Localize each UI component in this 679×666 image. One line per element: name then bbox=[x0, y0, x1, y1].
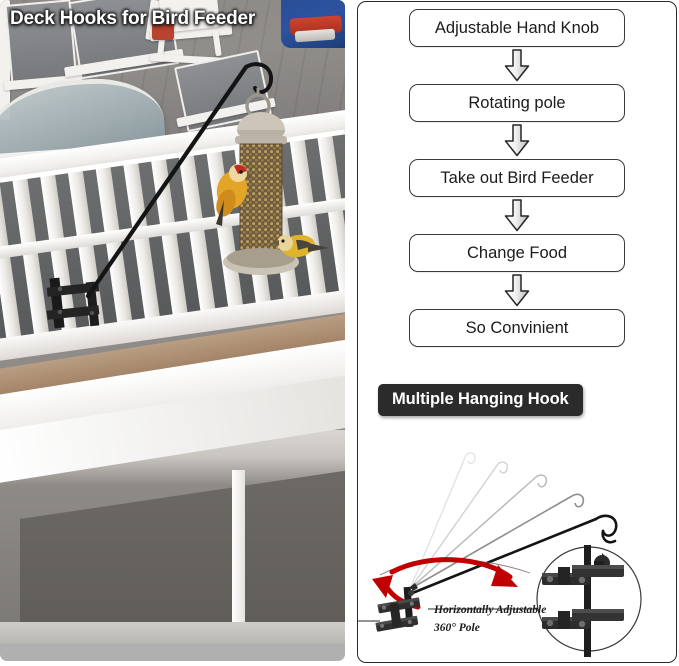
photo-bottom-strip bbox=[0, 622, 345, 644]
down-arrow-icon bbox=[504, 274, 530, 307]
pole-position-ghost-4 bbox=[409, 493, 585, 590]
deck-photo: Deck Hooks for Bird Feeder bbox=[0, 0, 345, 644]
blue-toy bbox=[281, 0, 345, 48]
flow-step-take-out-bird-feeder[interactable]: Take out Bird Feeder bbox=[409, 159, 625, 197]
rotation-arrow-right bbox=[389, 557, 518, 587]
pole-position-active bbox=[408, 514, 618, 596]
patio-chair-back-left bbox=[0, 0, 10, 120]
photo-frame: Deck Hooks for Bird Feeder bbox=[0, 0, 345, 661]
down-arrow-icon bbox=[504, 124, 530, 157]
hook-pole bbox=[85, 64, 249, 299]
bracket-clamp bbox=[46, 277, 100, 329]
usage-flowchart: Adjustable Hand Knob Rotating pole bbox=[358, 9, 676, 347]
flow-connector-4 bbox=[504, 272, 530, 309]
rotating-pole-svg bbox=[358, 452, 642, 657]
flow-step-change-food[interactable]: Change Food bbox=[409, 234, 625, 272]
features-panel: Adjustable Hand Knob Rotating pole bbox=[357, 1, 677, 663]
red-cushion bbox=[152, 18, 174, 40]
flow-step-rotating-pole[interactable]: Rotating pole bbox=[409, 84, 625, 122]
pole-position-ghost-1 bbox=[409, 452, 476, 590]
pole-position-ghost-2 bbox=[409, 461, 509, 590]
bird-feeder bbox=[223, 112, 299, 275]
flow-step-label: Adjustable Hand Knob bbox=[434, 18, 600, 37]
deck-post bbox=[232, 470, 245, 644]
flow-step-label: Change Food bbox=[467, 243, 567, 262]
product-photo-panel: Deck Hooks for Bird Feeder bbox=[0, 0, 345, 661]
flow-step-adjustable-hand-knob[interactable]: Adjustable Hand Knob bbox=[409, 9, 625, 47]
flow-step-label: Take out Bird Feeder bbox=[440, 168, 594, 187]
flow-connector-3 bbox=[504, 197, 530, 234]
caption-line-1: Horizontally Adjustable bbox=[434, 604, 547, 616]
pole-hook-curl bbox=[244, 62, 273, 95]
inset-plate-lower bbox=[542, 609, 624, 629]
flow-connector-2 bbox=[504, 122, 530, 159]
flow-step-so-convinient[interactable]: So Convinient bbox=[409, 309, 625, 347]
bracket-base-assembly bbox=[375, 583, 421, 632]
flow-step-label: Rotating pole bbox=[468, 93, 566, 112]
multiple-hanging-hook-badge: Multiple Hanging Hook bbox=[378, 384, 583, 416]
down-arrow-icon bbox=[504, 49, 530, 82]
goldfinch-right bbox=[271, 234, 329, 258]
flow-connector-1 bbox=[504, 47, 530, 84]
down-arrow-icon bbox=[504, 199, 530, 232]
pole-position-ghost-3 bbox=[409, 474, 548, 590]
bracket-closeup-inset bbox=[536, 545, 642, 657]
photo-title-overlay: Deck Hooks for Bird Feeder bbox=[10, 8, 256, 29]
flow-step-label: So Convinient bbox=[465, 318, 569, 337]
caption-line-2: 360° Pole bbox=[434, 622, 480, 634]
goldfinch-left bbox=[216, 164, 254, 226]
deck-hook-illustration bbox=[46, 62, 329, 329]
inset-plate-upper bbox=[542, 565, 624, 585]
hook-rotation-diagram: Horizontally Adjustable 360° Pole bbox=[358, 427, 676, 662]
